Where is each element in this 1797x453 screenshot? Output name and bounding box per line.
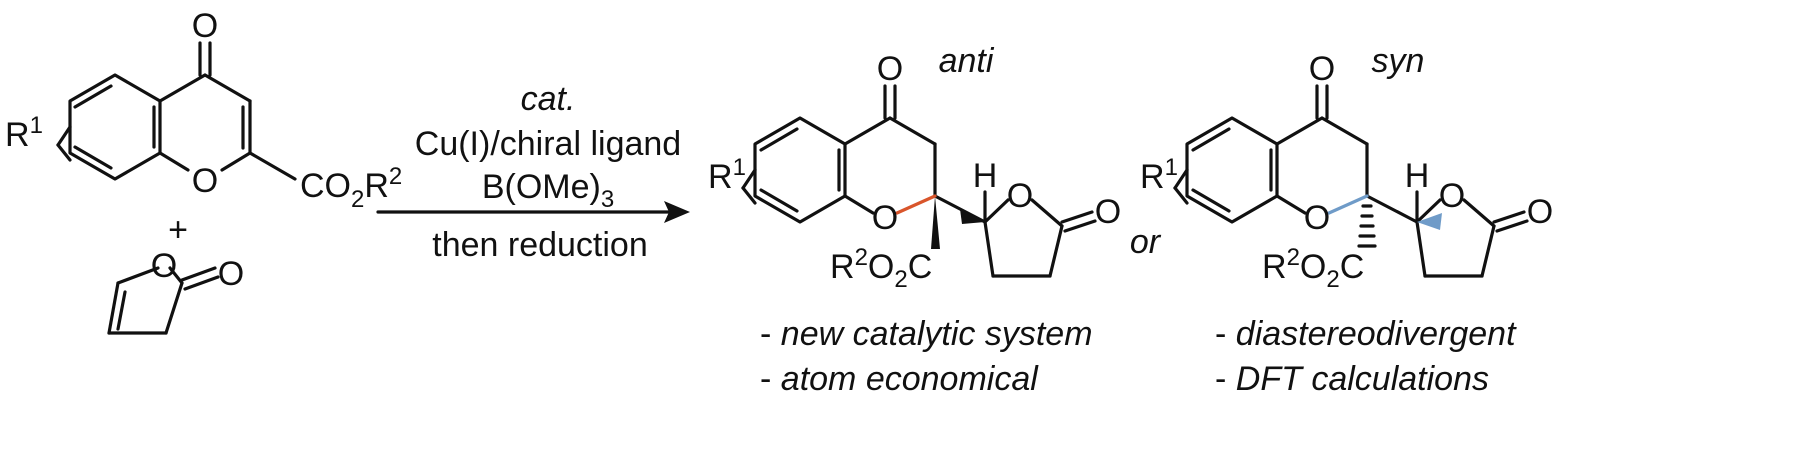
chromone-ester-structure	[56, 41, 297, 181]
butenolide-carbonyl-oxygen: O	[218, 255, 244, 293]
syn-ring-oxygen: O	[1304, 199, 1330, 237]
syn-lactone-ring-oxygen: O	[1439, 177, 1465, 215]
syn-label: syn	[1372, 42, 1425, 80]
anti-lactone-ring-oxygen: O	[1007, 177, 1033, 215]
feature-atom-economical: - atom economical	[760, 360, 1039, 398]
feature-new-catalytic-system: - new catalytic system	[760, 315, 1093, 353]
or-connector: or	[1130, 223, 1162, 261]
chromone-r1-label: R1	[5, 112, 43, 154]
syn-highlight-bond	[1327, 194, 1369, 215]
anti-highlight-bond	[895, 194, 937, 215]
syn-h-label: H	[1405, 157, 1430, 195]
anti-h-label: H	[973, 157, 998, 195]
anti-ester-label: R2O2C	[830, 244, 932, 293]
anti-carbonyl-oxygen: O	[877, 50, 903, 88]
syn-lactone-wedge	[1417, 213, 1442, 230]
reaction-arrow-head	[664, 201, 690, 223]
syn-carbonyl-oxygen: O	[1309, 50, 1335, 88]
chromone-carbonyl-oxygen: O	[192, 7, 218, 45]
butenolide-structure	[107, 266, 220, 335]
anti-lactone-wedge	[960, 209, 985, 224]
chromone-ring-oxygen: O	[192, 162, 218, 200]
catalyst-tag: cat.	[521, 80, 576, 118]
anti-lactone-carbonyl-oxygen: O	[1095, 193, 1121, 231]
syn-product-structure	[1173, 84, 1529, 278]
catalyst-text: Cu(I)/chiral ligand	[415, 125, 681, 163]
anti-r1-label: R1	[708, 154, 746, 196]
butenolide-ring-oxygen: O	[151, 247, 177, 285]
syn-ester-label: R2O2C	[1262, 244, 1364, 293]
plus-sign: +	[168, 211, 188, 249]
syn-lactone-carbonyl-oxygen: O	[1527, 193, 1553, 231]
post-treatment-text: then reduction	[432, 226, 648, 264]
anti-label: anti	[939, 42, 995, 80]
syn-r1-label: R1	[1140, 154, 1178, 196]
chromone-ester-label: CO2R2	[300, 163, 402, 213]
feature-dft-calculations: - DFT calculations	[1215, 360, 1489, 398]
additive-text: B(OMe)3	[482, 168, 614, 213]
feature-diastereodivergent: - diastereodivergent	[1215, 315, 1517, 353]
anti-ring-oxygen: O	[872, 199, 898, 237]
